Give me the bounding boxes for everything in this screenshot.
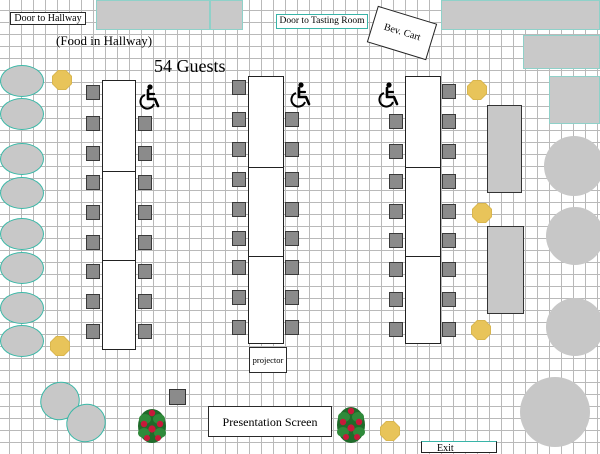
chair <box>389 322 403 337</box>
banquet-table-right <box>405 76 441 344</box>
right-round-table-3 <box>546 298 600 356</box>
chair <box>389 114 403 129</box>
food-in-hallway-note: (Food in Hallway) <box>56 33 153 48</box>
guest-count: 54 Guests <box>154 56 226 76</box>
octagon-marker-icon <box>471 320 491 340</box>
chair <box>389 174 403 189</box>
chair <box>232 172 246 187</box>
octagon-marker-icon <box>380 421 400 441</box>
chair <box>232 80 246 95</box>
chair <box>232 142 246 157</box>
chair <box>86 294 100 309</box>
chair <box>389 292 403 307</box>
chair <box>389 144 403 159</box>
right-round-table-2 <box>546 207 600 265</box>
chair <box>389 262 403 277</box>
wheelchair-icon <box>378 82 399 108</box>
chair <box>86 116 100 131</box>
left-oval-table-4 <box>0 177 44 209</box>
octagon-marker-icon <box>472 203 492 223</box>
chair <box>86 85 100 100</box>
chair <box>285 112 299 127</box>
top-wall-block-left-2 <box>210 0 243 30</box>
chair <box>138 264 152 279</box>
beverage-cart-label: Bev. Cart <box>382 21 422 44</box>
chair <box>86 205 100 220</box>
chair <box>285 172 299 187</box>
chair <box>285 320 299 335</box>
banquet-table-middle <box>248 76 284 344</box>
right-wall-block-2 <box>549 76 600 124</box>
top-wall-block-left <box>96 0 210 30</box>
chair <box>285 231 299 246</box>
chair <box>232 260 246 275</box>
chair <box>442 114 456 129</box>
chair <box>442 262 456 277</box>
chair <box>138 294 152 309</box>
chair <box>285 290 299 305</box>
banquet-table-left <box>102 80 136 350</box>
beverage-cart: Bev. Cart <box>366 5 438 61</box>
chair <box>232 231 246 246</box>
chair <box>138 205 152 220</box>
door-to-tasting-room-label: Door to Tasting Room <box>276 14 368 29</box>
small-gray-block <box>169 389 186 405</box>
right-round-table-4 <box>520 377 590 447</box>
chair <box>232 290 246 305</box>
chair <box>442 204 456 219</box>
octagon-marker-icon <box>50 336 70 356</box>
right-round-table-1 <box>544 136 600 196</box>
chair <box>138 235 152 250</box>
chair <box>232 320 246 335</box>
chair <box>285 260 299 275</box>
chair <box>86 324 100 339</box>
chair <box>232 202 246 217</box>
chair <box>389 233 403 248</box>
flower-plant-icon <box>337 407 365 443</box>
exit-label: Exit <box>437 443 454 454</box>
chair <box>86 175 100 190</box>
presentation-screen: Presentation Screen <box>208 406 332 437</box>
door-to-hallway-label: Door to Hallway <box>10 12 86 25</box>
chair <box>442 233 456 248</box>
chair <box>86 235 100 250</box>
chair <box>138 146 152 161</box>
chair <box>285 142 299 157</box>
right-buffet-table-2 <box>487 226 524 314</box>
chair <box>442 174 456 189</box>
exit-door: Exit <box>421 441 497 454</box>
top-wall-block-right <box>441 0 600 30</box>
chair <box>285 202 299 217</box>
flower-plant-icon <box>138 409 166 443</box>
chair <box>138 324 152 339</box>
chair <box>442 144 456 159</box>
wheelchair-icon <box>139 84 160 110</box>
chair <box>442 292 456 307</box>
right-wall-block-1 <box>523 35 600 69</box>
chair <box>389 204 403 219</box>
chair <box>138 175 152 190</box>
chair <box>86 264 100 279</box>
left-oval-table-3 <box>0 143 44 175</box>
chair <box>232 112 246 127</box>
octagon-marker-icon <box>52 70 72 90</box>
chair <box>138 116 152 131</box>
left-oval-table-8 <box>0 325 44 357</box>
wheelchair-icon <box>290 82 311 108</box>
chair <box>442 84 456 99</box>
chair <box>442 322 456 337</box>
octagon-marker-icon <box>467 80 487 100</box>
left-oval-table-1 <box>0 65 44 97</box>
projector-label: projector <box>249 347 287 373</box>
left-oval-table-5 <box>0 218 44 250</box>
left-oval-table-7 <box>0 292 44 324</box>
left-oval-table-6 <box>0 252 44 284</box>
chair <box>86 146 100 161</box>
right-buffet-table-1 <box>487 105 522 193</box>
left-oval-table-2 <box>0 98 44 130</box>
